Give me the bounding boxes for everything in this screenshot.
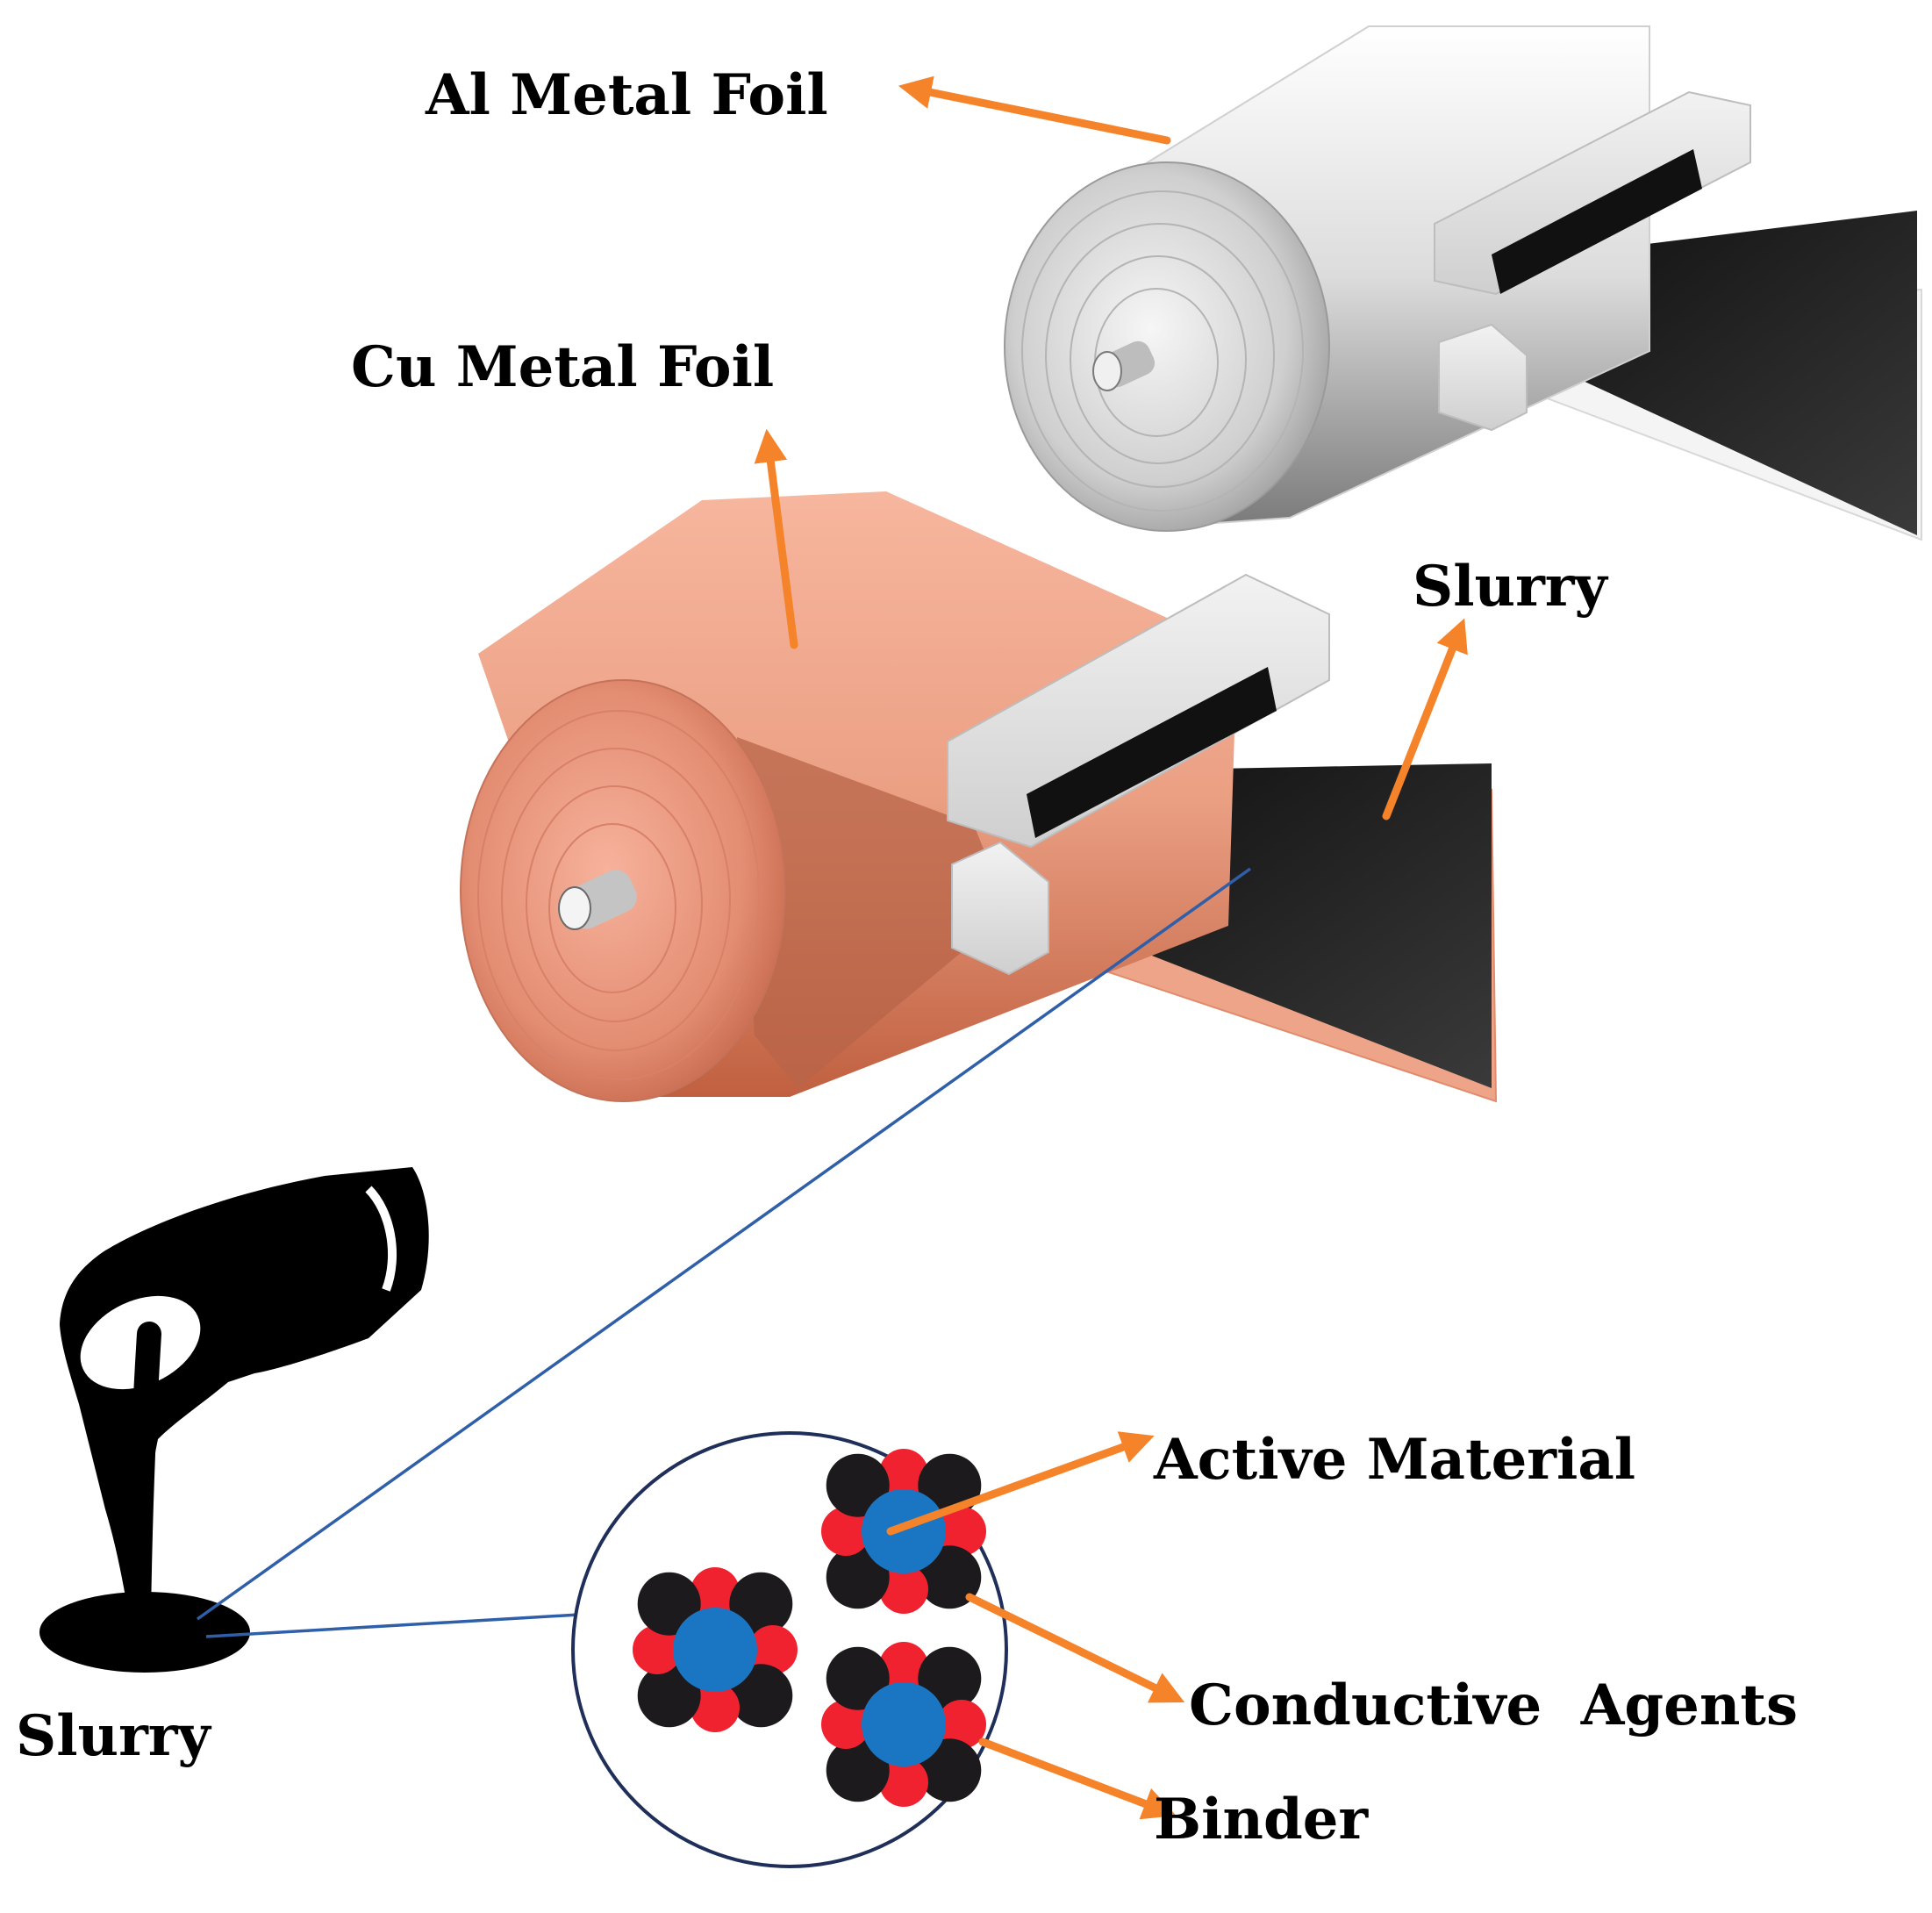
active-material-particle <box>673 1608 757 1692</box>
al-roll-rings <box>1021 190 1304 512</box>
arrow-slurry-coating <box>1382 618 1468 820</box>
slurry-microstructure-circle <box>571 1431 1008 1868</box>
label-al-metal-foil: Al Metal Foil <box>425 62 828 128</box>
binder-particle <box>879 1642 928 1691</box>
conductive-agent-particle <box>729 1664 793 1728</box>
conductive-agent-particle <box>918 1646 982 1710</box>
label-conductive-agents: Conductive Agents <box>1189 1673 1798 1738</box>
arrow-al-foil <box>898 75 1171 145</box>
al-roll-axle <box>1092 340 1156 391</box>
copper-roll-assembly <box>460 491 1498 1103</box>
arrow-active-material <box>886 1431 1155 1536</box>
conductive-agent-particle <box>918 1545 982 1609</box>
conductive-agent-particle <box>826 1545 890 1609</box>
label-binder: Binder <box>1154 1787 1369 1852</box>
conductive-agent-particle <box>637 1664 701 1728</box>
conductive-agent-particle <box>826 1453 890 1517</box>
label-slurry-pour: Slurry <box>16 1703 212 1769</box>
binder-particle <box>937 1700 986 1749</box>
arrow-cu-foil <box>754 428 798 649</box>
label-arrows <box>754 75 1468 1820</box>
conductive-agent-particle <box>826 1646 890 1710</box>
cu-roll-axle <box>558 870 637 930</box>
binder-particle <box>691 1567 740 1616</box>
cu-roll-rings <box>477 710 760 1080</box>
label-cu-metal-foil: Cu Metal Foil <box>351 334 774 400</box>
binder-particle <box>879 1758 928 1807</box>
label-slurry-coating: Slurry <box>1413 554 1609 620</box>
puddle-icon <box>39 1592 250 1673</box>
label-active-material: Active Material <box>1153 1427 1635 1493</box>
binder-particle <box>821 1700 870 1749</box>
active-material-particle <box>862 1489 946 1573</box>
magnify-leader-lines <box>196 867 1252 1638</box>
binder-particle <box>937 1507 986 1556</box>
active-material-particle <box>862 1682 946 1766</box>
aluminum-roll-assembly <box>1004 25 1922 541</box>
beaker-pour-icon <box>60 1167 429 1632</box>
al-slot-die <box>1434 90 1751 432</box>
binder-particle <box>748 1625 798 1674</box>
conductive-agent-particle <box>637 1572 701 1636</box>
binder-particle <box>691 1683 740 1732</box>
conductive-agent-particle <box>729 1572 793 1636</box>
binder-particle <box>821 1507 870 1556</box>
arrow-conductive-agents <box>965 1593 1185 1703</box>
binder-particle <box>879 1565 928 1614</box>
arrow-binder <box>978 1737 1177 1820</box>
conductive-agent-particle <box>918 1738 982 1802</box>
binder-particle <box>879 1449 928 1498</box>
cu-roll-underside <box>737 737 1009 1088</box>
binder-particle <box>633 1625 682 1674</box>
conductive-agent-particle <box>826 1738 890 1802</box>
cu-slot-die <box>947 573 1330 976</box>
particle-clusters <box>633 1449 986 1807</box>
al-roll-face <box>1004 161 1330 532</box>
